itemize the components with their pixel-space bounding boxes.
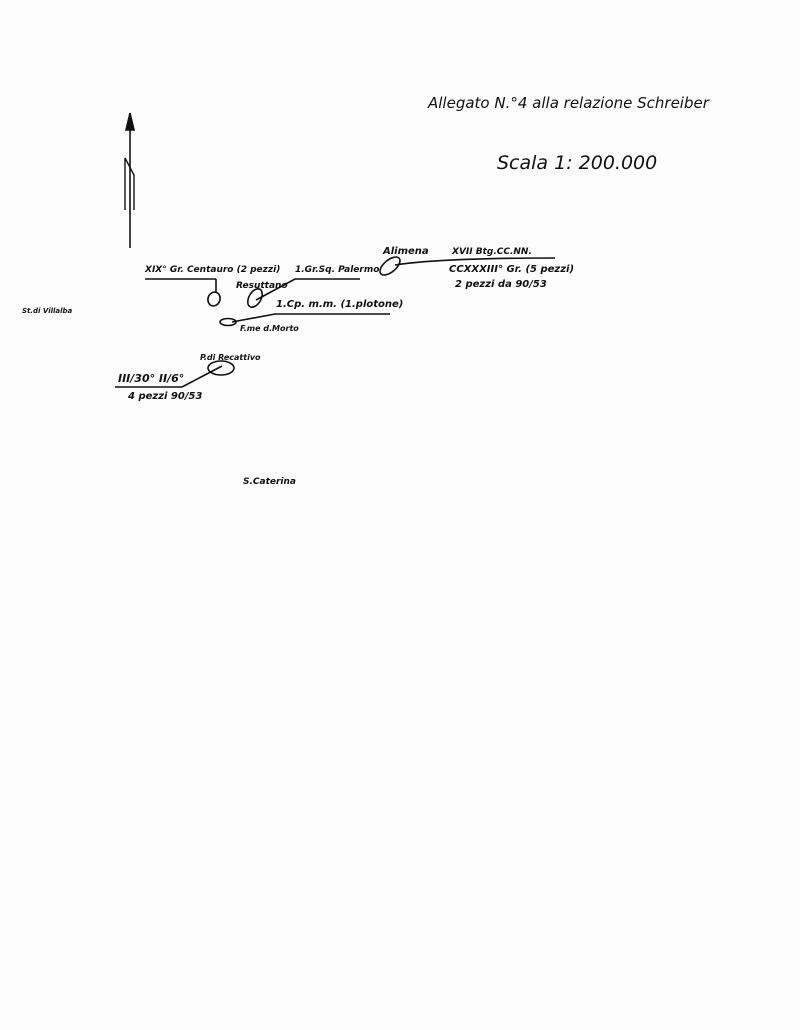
unit-line bbox=[231, 313, 276, 323]
position-marker bbox=[379, 256, 401, 276]
unit-label-battery: III/30° II/6° bbox=[118, 372, 185, 385]
unit-label-centauro: XIX° Gr. Centauro (2 pezzi) bbox=[145, 265, 281, 275]
unit-label-pezzi-battery: 4 pezzi 90/53 bbox=[128, 391, 203, 402]
map-scale: Scala 1: 200.000 bbox=[497, 152, 658, 174]
unit-line bbox=[181, 365, 223, 388]
position-marker bbox=[207, 291, 221, 307]
unit-line bbox=[394, 257, 556, 266]
unit-label-palermo: 1.Gr.Sq. Palermo bbox=[295, 265, 380, 275]
position-marker bbox=[219, 317, 237, 327]
unit-label-pezzi-alimena: 2 pezzi da 90/53 bbox=[455, 279, 547, 290]
place-villalba: St.di Villalba bbox=[22, 307, 73, 315]
place-caterina: S.Caterina bbox=[243, 477, 296, 487]
north-arrow-icon bbox=[124, 112, 136, 248]
document-title: Allegato N.°4 alla relazione Schreiber bbox=[428, 94, 709, 112]
position-marker bbox=[207, 360, 235, 376]
unit-label-gruppo: CCXXXIII° Gr. (5 pezzi) bbox=[449, 264, 575, 275]
unit-label-btg: XVII Btg.CC.NN. bbox=[452, 247, 532, 257]
place-alimena: Alimena bbox=[383, 246, 429, 257]
place-morto: F.me d.Morto bbox=[240, 324, 299, 333]
place-recattivo: P.di Recattivo bbox=[200, 353, 261, 362]
place-resuttano: Resuttano bbox=[236, 281, 288, 291]
unit-label-cp-mm: 1.Cp. m.m. (1.plotone) bbox=[276, 299, 404, 310]
position-marker bbox=[246, 288, 264, 308]
